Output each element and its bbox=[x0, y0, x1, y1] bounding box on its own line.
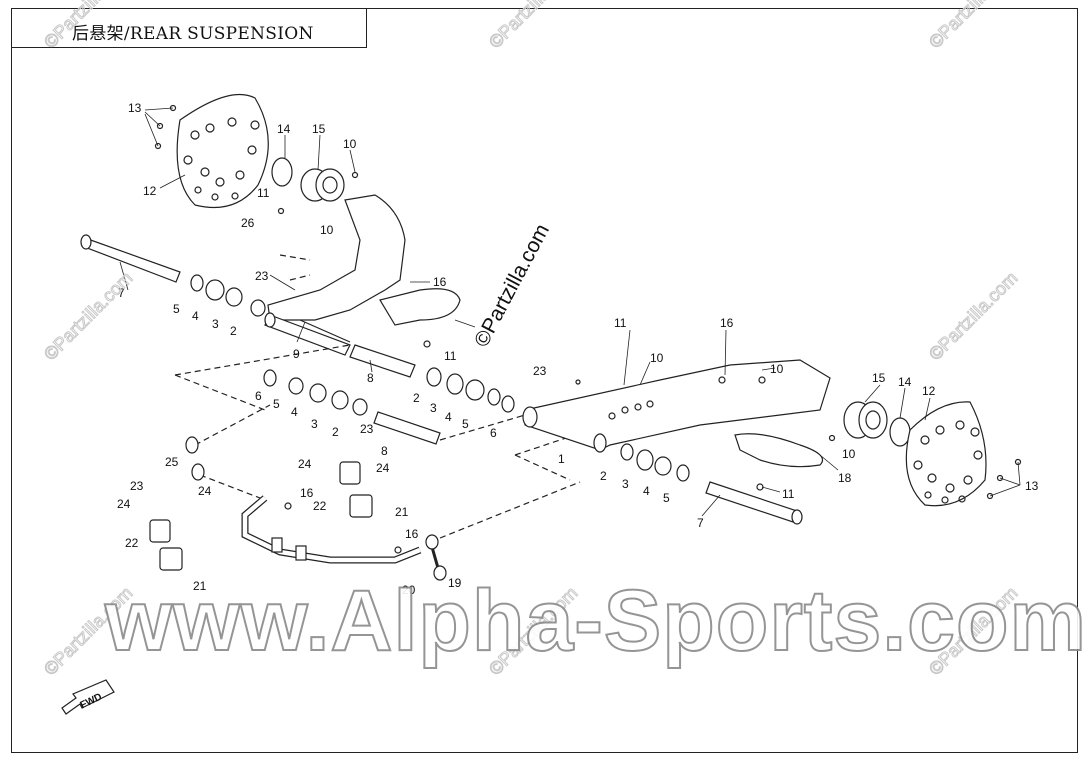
callout-24: 24 bbox=[298, 457, 312, 471]
callout-23: 23 bbox=[130, 479, 144, 493]
callout-5: 5 bbox=[273, 397, 280, 411]
callout-22: 22 bbox=[313, 499, 327, 513]
callout-25: 25 bbox=[165, 455, 179, 469]
callout-22: 22 bbox=[125, 536, 139, 550]
callout-4: 4 bbox=[643, 484, 650, 498]
callout-5: 5 bbox=[663, 491, 670, 505]
callout-8: 8 bbox=[381, 444, 388, 458]
callout-10: 10 bbox=[650, 351, 664, 365]
callout-2: 2 bbox=[332, 425, 339, 439]
callout-3: 3 bbox=[622, 477, 629, 491]
callout-10: 10 bbox=[343, 137, 357, 151]
callout-23: 23 bbox=[533, 364, 547, 378]
bearing-right bbox=[843, 401, 888, 439]
callout-12: 12 bbox=[922, 384, 936, 398]
callout-10: 10 bbox=[770, 362, 784, 376]
callout-11: 11 bbox=[257, 186, 270, 200]
callout-5: 5 bbox=[173, 302, 180, 316]
callout-16: 16 bbox=[300, 486, 314, 500]
callout-13: 13 bbox=[128, 101, 142, 115]
callout-23: 23 bbox=[360, 422, 374, 436]
callout-20: 20 bbox=[402, 583, 416, 597]
bearing-left bbox=[300, 168, 345, 202]
part-callouts: 13 12 14 15 10 11 26 10 7 23 16 5 4 3 2 … bbox=[117, 101, 1039, 597]
snap-ring-right bbox=[889, 417, 911, 447]
callout-4: 4 bbox=[291, 405, 298, 419]
callout-13: 13 bbox=[1025, 479, 1039, 493]
callout-24: 24 bbox=[376, 461, 390, 475]
callout-3: 3 bbox=[212, 317, 219, 331]
callout-23: 23 bbox=[255, 269, 269, 283]
callout-9: 9 bbox=[293, 347, 300, 361]
callout-6: 6 bbox=[255, 389, 262, 403]
brake-disc-right bbox=[905, 401, 987, 507]
callout-5: 5 bbox=[462, 417, 469, 431]
callout-10: 10 bbox=[842, 447, 856, 461]
swing-arm-right bbox=[522, 359, 831, 468]
callout-2: 2 bbox=[413, 391, 420, 405]
callout-24: 24 bbox=[198, 484, 212, 498]
title-block: 后悬架/REAR SUSPENSION bbox=[11, 8, 367, 48]
callout-2: 2 bbox=[600, 469, 607, 483]
callout-10: 10 bbox=[320, 223, 334, 237]
callout-21: 21 bbox=[193, 579, 207, 593]
callout-4: 4 bbox=[192, 309, 199, 323]
drawing-frame bbox=[11, 8, 1078, 753]
callout-19: 19 bbox=[448, 576, 462, 590]
callout-7: 7 bbox=[118, 286, 125, 300]
callout-16: 16 bbox=[720, 316, 734, 330]
callout-11: 11 bbox=[444, 349, 457, 363]
callout-6: 6 bbox=[490, 426, 497, 440]
callout-3: 3 bbox=[430, 401, 437, 415]
callout-15: 15 bbox=[312, 122, 326, 136]
callout-16: 16 bbox=[405, 527, 419, 541]
callout-2: 2 bbox=[230, 324, 237, 338]
callout-14: 14 bbox=[898, 375, 912, 389]
callout-1: 1 bbox=[558, 452, 565, 466]
callout-21: 21 bbox=[395, 505, 409, 519]
callout-12: 12 bbox=[143, 184, 157, 198]
pivot-shaft-left bbox=[80, 234, 181, 283]
callout-26: 26 bbox=[241, 216, 255, 230]
callout-16: 16 bbox=[433, 275, 447, 289]
callout-18: 18 bbox=[838, 471, 852, 485]
callout-11: 11 bbox=[614, 316, 627, 330]
brake-disc-left bbox=[176, 93, 269, 209]
callout-7: 7 bbox=[697, 516, 704, 530]
callout-24: 24 bbox=[117, 497, 131, 511]
page-title: 后悬架/REAR SUSPENSION bbox=[72, 24, 314, 44]
callout-8: 8 bbox=[367, 371, 374, 385]
fwd-arrow-icon: FWD bbox=[61, 679, 115, 715]
watermark-alpha-sports: www.Alpha-Sports.com bbox=[104, 572, 1087, 670]
stabilizer-bar bbox=[241, 495, 422, 564]
snap-ring-left bbox=[271, 157, 293, 187]
callout-11: 11 bbox=[782, 487, 795, 501]
callout-3: 3 bbox=[311, 417, 318, 431]
callout-14: 14 bbox=[277, 122, 291, 136]
callout-4: 4 bbox=[445, 410, 452, 424]
callout-15: 15 bbox=[872, 371, 886, 385]
trailing-arm-left bbox=[267, 194, 461, 343]
